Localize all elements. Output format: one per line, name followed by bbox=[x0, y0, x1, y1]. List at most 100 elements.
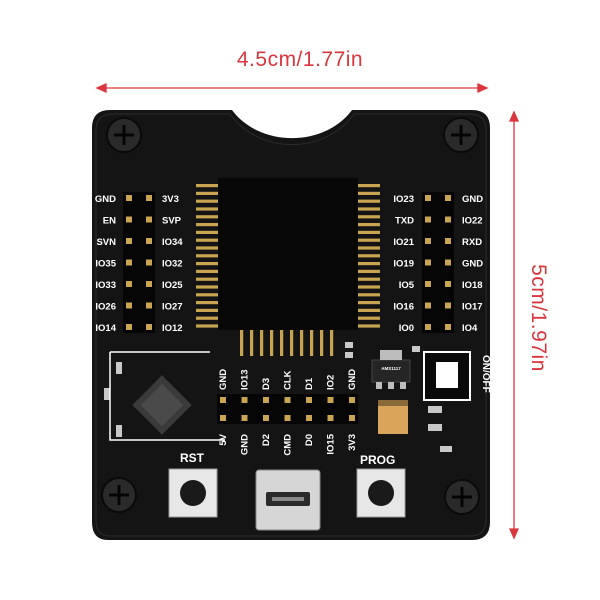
pin-label-left-outer: EN bbox=[103, 216, 116, 227]
header-pin bbox=[126, 281, 132, 287]
pin-label-right-inner: TXD bbox=[395, 216, 414, 227]
pin-label-left-inner: IO34 bbox=[162, 237, 183, 248]
spring-pin bbox=[240, 330, 244, 356]
spring-pin bbox=[196, 308, 218, 312]
header-pin bbox=[425, 302, 431, 309]
spring-pin bbox=[196, 254, 218, 258]
header-pin bbox=[126, 259, 132, 266]
header-pin bbox=[445, 238, 451, 244]
pin-label-left-inner: SVP bbox=[162, 216, 182, 227]
spring-pins-bottom bbox=[240, 330, 334, 356]
spring-pin bbox=[196, 269, 218, 273]
pin-label-right-inner: IO16 bbox=[393, 302, 414, 313]
pin-label-header-bottom: 3V3 bbox=[347, 434, 358, 451]
pin-label-left-outer: SVN bbox=[96, 237, 116, 248]
usb-serial-chip bbox=[132, 375, 192, 435]
voltage-regulator bbox=[371, 350, 411, 389]
header-pin bbox=[425, 259, 431, 266]
pin-label-right-outer: GND bbox=[462, 194, 483, 205]
spring-pin bbox=[358, 238, 380, 242]
header-pin bbox=[146, 238, 152, 244]
spring-pin bbox=[196, 191, 218, 195]
header-pin bbox=[126, 238, 132, 244]
pin-label-right-outer: RXD bbox=[462, 237, 482, 248]
spring-pins-right bbox=[358, 184, 380, 328]
header-pin bbox=[327, 397, 334, 403]
power-switch bbox=[423, 351, 471, 401]
rst-button[interactable] bbox=[168, 468, 218, 518]
prog-label: PROG bbox=[360, 453, 395, 467]
pin-label-header-bottom: IO15 bbox=[326, 433, 337, 454]
header-pin bbox=[425, 216, 431, 223]
header-pin bbox=[263, 397, 269, 403]
spring-pin bbox=[358, 223, 380, 227]
spring-pin bbox=[196, 301, 218, 305]
pin-label-left-outer: IO26 bbox=[95, 302, 116, 313]
pin-label-left-outer: IO35 bbox=[95, 259, 116, 270]
header-pin bbox=[284, 415, 291, 421]
spring-pin bbox=[358, 301, 380, 305]
spring-pins-left bbox=[196, 184, 218, 328]
header-pin bbox=[445, 195, 451, 201]
height-dimension-line bbox=[508, 110, 520, 540]
spring-pin bbox=[358, 199, 380, 203]
header-pin bbox=[241, 397, 248, 403]
header-pin bbox=[327, 415, 334, 421]
spring-pin bbox=[330, 330, 334, 356]
spring-pin bbox=[320, 330, 324, 356]
header-pin bbox=[241, 415, 248, 421]
header-pin bbox=[349, 397, 355, 403]
pin-label-right-outer: IO17 bbox=[462, 302, 483, 313]
spring-pin bbox=[270, 330, 274, 356]
pin-label-left-inner: IO27 bbox=[162, 302, 183, 313]
header-pin bbox=[425, 281, 431, 287]
spring-pin bbox=[358, 324, 380, 328]
pin-label-right-inner: IO5 bbox=[399, 280, 415, 291]
spring-pin bbox=[280, 330, 284, 356]
pin-label-header-top: CLK bbox=[283, 370, 294, 390]
micro-usb-connector bbox=[255, 469, 321, 531]
pin-label-header-top: D3 bbox=[261, 378, 272, 390]
pin-label-left-inner: IO32 bbox=[162, 259, 183, 270]
spring-pin bbox=[358, 215, 380, 219]
prog-button[interactable] bbox=[356, 468, 406, 518]
header-pin bbox=[126, 324, 132, 330]
pin-label-right-outer: IO22 bbox=[462, 216, 483, 227]
spring-pin bbox=[358, 230, 380, 234]
spring-pin bbox=[358, 262, 380, 266]
pin-label-left-outer: IO14 bbox=[95, 323, 116, 334]
pin-label-header-top: IO13 bbox=[240, 369, 251, 390]
header-pin bbox=[445, 259, 451, 266]
screw-top-right bbox=[443, 117, 479, 153]
spring-pin bbox=[196, 230, 218, 234]
width-dimension-label: 4.5cm/1.77in bbox=[236, 48, 364, 71]
header-pin bbox=[263, 415, 269, 421]
pin-label-right-inner: IO21 bbox=[393, 237, 414, 248]
smd-components bbox=[104, 342, 452, 452]
spring-pin bbox=[250, 330, 254, 356]
spring-pin bbox=[310, 330, 314, 356]
pin-label-left-inner: IO25 bbox=[162, 280, 183, 291]
spring-pin bbox=[196, 223, 218, 227]
header-pin bbox=[126, 302, 132, 309]
header-pin bbox=[146, 259, 152, 266]
pin-header-bottom bbox=[217, 394, 358, 424]
spring-pin bbox=[196, 215, 218, 219]
spring-pin bbox=[300, 330, 304, 356]
pin-label-right-outer: GND bbox=[462, 259, 483, 270]
pin-label-right-outer: IO4 bbox=[462, 323, 478, 334]
header-pin bbox=[146, 195, 152, 201]
pin-label-header-bottom: 5V bbox=[218, 433, 229, 445]
regulator-marking: AMS1117 bbox=[381, 366, 401, 371]
pin-label-right-inner: IO19 bbox=[393, 259, 414, 270]
header-pin bbox=[146, 324, 152, 330]
spring-pin bbox=[358, 316, 380, 320]
spring-pin bbox=[196, 277, 218, 281]
header-pin bbox=[146, 216, 152, 223]
screw-bottom-left bbox=[101, 477, 137, 513]
spring-pin bbox=[196, 262, 218, 266]
spring-pin bbox=[196, 316, 218, 320]
header-pin bbox=[306, 397, 312, 403]
